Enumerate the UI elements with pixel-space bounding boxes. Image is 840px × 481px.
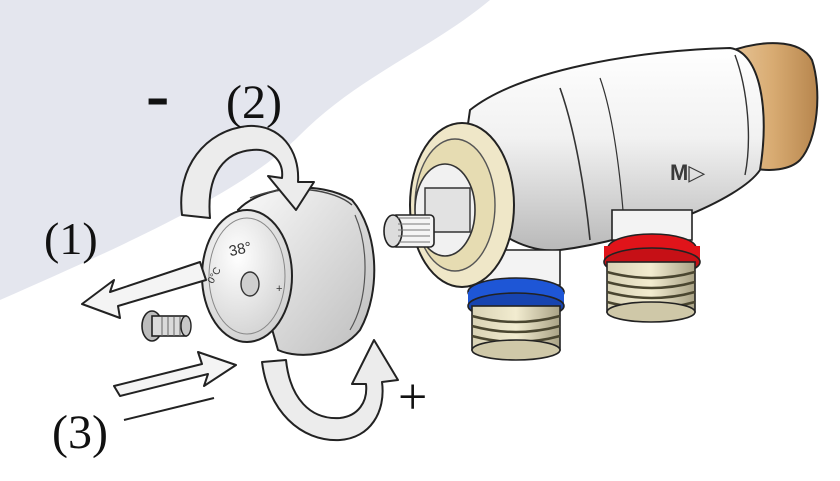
cold-outlet: [467, 249, 565, 361]
thermostatic-valve-body: M▷: [383, 42, 819, 361]
dial-temperature: 38°: [227, 239, 253, 260]
step3-label: (3): [52, 406, 108, 459]
cartridge-head: [383, 122, 515, 288]
plus-sign: +: [398, 369, 427, 426]
pull-out-arrow-icon: [81, 261, 207, 319]
dial-marks-right: +: [276, 283, 282, 295]
rotate-plus-arrow-icon: [261, 339, 399, 442]
push-in-arrow-icon: [113, 351, 237, 397]
step1-label: (1): [44, 213, 98, 264]
thermostat-knob: 38° 0°C +: [201, 186, 376, 356]
hot-outlet: [603, 209, 701, 323]
screw-icon: [141, 310, 192, 342]
brand-mark: M▷: [670, 160, 705, 185]
step2-label: (2): [226, 76, 282, 129]
rotate-minus-arrow-icon: [180, 124, 315, 219]
main-body: [458, 46, 765, 252]
minus-sign: -: [146, 57, 169, 134]
knob-screw-hole: [240, 271, 260, 297]
